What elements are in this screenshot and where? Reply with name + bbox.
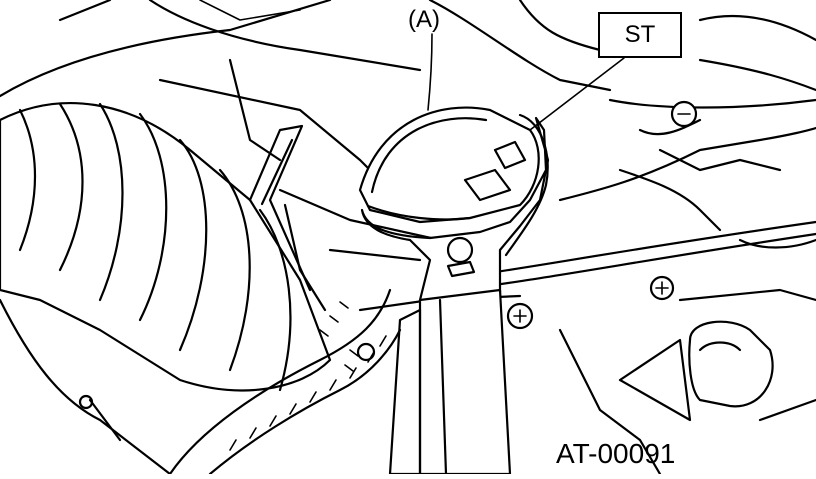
special-tool-wrench bbox=[360, 113, 550, 476]
bolts bbox=[506, 100, 774, 408]
special-tool-callout-box: ST bbox=[598, 12, 682, 58]
special-tool-label: ST bbox=[624, 21, 656, 48]
leader-line-st bbox=[529, 57, 625, 131]
tone-ring bbox=[168, 288, 402, 476]
leader-line-a bbox=[427, 33, 433, 111]
axle-boot bbox=[0, 102, 332, 476]
figure-code: AT-00091 bbox=[556, 438, 676, 469]
oil-filter bbox=[358, 106, 540, 224]
callout-a-label: (A) bbox=[408, 6, 440, 33]
bracket bbox=[248, 124, 327, 312]
